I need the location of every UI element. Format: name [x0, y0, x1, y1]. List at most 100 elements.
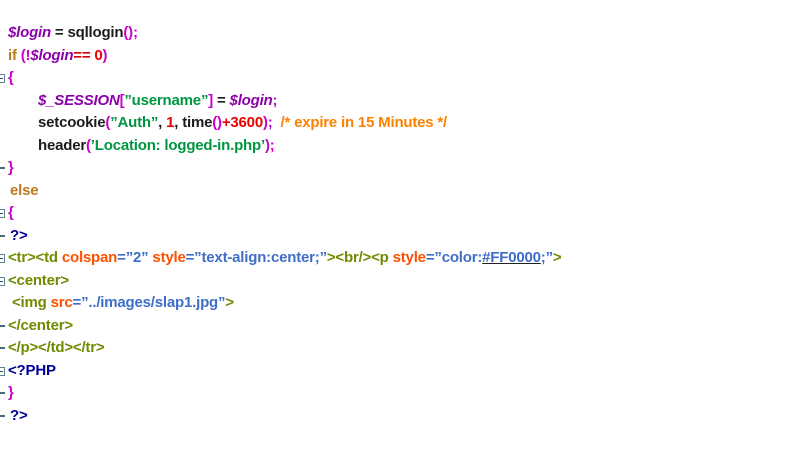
code-line: }: [0, 382, 796, 405]
token-plain: setcookie: [38, 114, 106, 131]
token-comment: /* expire in 15 Minutes */: [272, 114, 448, 131]
token-string: ”username”: [124, 91, 209, 109]
fold-line-icon: [0, 324, 5, 327]
fold-collapse-icon[interactable]: [0, 276, 5, 286]
token-html_tag: >: [225, 294, 234, 311]
code-text: $login = sqllogin();: [0, 22, 138, 45]
token-php_tag: ?>: [10, 406, 28, 424]
code-text: <tr><td colspan=”2” style=”text-align:ce…: [0, 247, 562, 270]
code-text: {: [0, 202, 14, 225]
code-line: ?>: [0, 405, 796, 428]
code-line: header(’Location: logged-in.php’);: [0, 135, 796, 158]
code-line: setcookie(”Auth”, 1, time()+3600); /* ex…: [0, 112, 796, 135]
token-plain: header: [38, 136, 86, 154]
token-attr_name: style: [152, 249, 186, 266]
code-text: <img src=”../images/slap1.jpg”>: [0, 292, 234, 315]
code-line: }: [0, 157, 796, 180]
token-variable: $_SESSION: [38, 91, 120, 109]
code-text: </p></td></tr>: [0, 337, 105, 360]
token-punct: (!: [20, 46, 31, 64]
token-punct: }: [8, 384, 14, 401]
token-number: 1: [166, 114, 175, 131]
token-html_tag: ><br/><p: [326, 249, 393, 266]
code-line: {: [0, 67, 796, 90]
code-line: if (!$login== 0): [0, 45, 796, 68]
token-punct: ();: [123, 24, 138, 41]
code-text: }: [0, 157, 14, 180]
fold-line-icon: [0, 347, 5, 349]
token-attr_value: =”2”: [117, 249, 149, 266]
token-punct: }: [8, 159, 14, 176]
token-keyword: else: [10, 181, 39, 199]
token-attr_name: colspan: [61, 249, 118, 266]
token-punct: {: [8, 204, 14, 221]
code-text: <center>: [0, 270, 69, 293]
token-punct: {: [8, 69, 14, 86]
code-line: $login = sqllogin();: [0, 22, 796, 45]
token-variable: $login: [30, 46, 74, 64]
fold-collapse-icon[interactable]: [0, 254, 5, 263]
token-plain: ,: [158, 114, 167, 131]
token-html_tag: </center>: [8, 316, 73, 334]
token-plain: =: [50, 24, 68, 41]
token-number: +3600: [221, 114, 263, 131]
code-text: setcookie(”Auth”, 1, time()+3600); /* ex…: [0, 112, 447, 135]
fold-line-icon: [0, 234, 5, 237]
token-html_tag: <center>: [8, 271, 69, 289]
token-punct: [: [119, 91, 125, 109]
token-html_tag: >: [552, 249, 562, 266]
token-plain: sqllogin: [67, 24, 124, 41]
code-line: else: [0, 180, 796, 203]
token-string: ”Auth”: [110, 114, 159, 131]
token-punct: ]: [208, 91, 214, 109]
code-text: else: [0, 180, 39, 203]
code-text: }: [0, 382, 14, 405]
token-php_tag: <?PHP: [8, 361, 56, 379]
token-punct: (: [105, 114, 111, 131]
code-line: {: [0, 202, 796, 225]
code-text: <?PHP: [0, 360, 56, 383]
token-punct: ): [102, 46, 108, 64]
token-punct: (): [212, 114, 222, 131]
token-punct: ;: [272, 91, 278, 109]
code-line: <?PHP: [0, 360, 796, 383]
code-text: if (!$login== 0): [0, 45, 108, 68]
token-variable: $login: [229, 91, 273, 109]
fold-line-icon: [0, 392, 5, 394]
token-html_tag: <tr><td: [8, 249, 62, 266]
fold-collapse-icon[interactable]: [0, 366, 5, 376]
code-line: <tr><td colspan=”2” style=”text-align:ce…: [0, 247, 796, 270]
code-line: </center>: [0, 315, 796, 338]
token-plain: ,: [174, 114, 183, 131]
token-plain: time: [182, 114, 213, 131]
token-operator: ==: [73, 46, 95, 64]
token-variable: $login: [8, 24, 51, 41]
token-plain: =: [213, 91, 230, 109]
token-php_tag: ?>: [10, 226, 28, 244]
token-html_tag: <img: [12, 294, 51, 311]
fold-collapse-icon[interactable]: [0, 209, 5, 218]
code-text: ?>: [0, 225, 28, 248]
token-attr_value: ;”: [540, 249, 553, 266]
fold-line-icon: [0, 414, 5, 417]
fold-line-icon: [0, 167, 5, 169]
token-number: 0: [94, 46, 103, 64]
code-line: ?>: [0, 225, 796, 248]
token-keyword: if: [8, 46, 21, 64]
code-line: $_SESSION[”username”] = $login;: [0, 90, 796, 113]
token-attr_value_u: #FF0000: [482, 249, 541, 266]
token-punct: (: [86, 136, 91, 154]
code-line: <img src=”../images/slap1.jpg”>: [0, 292, 796, 315]
token-attr_name: style: [392, 249, 426, 266]
token-attr_value: =”color:: [425, 249, 483, 266]
code-text: $_SESSION[”username”] = $login;: [0, 90, 278, 113]
token-attr_value: =”text-align:center;”: [185, 249, 327, 266]
code-line: </p></td></tr>: [0, 337, 796, 360]
code-text: </center>: [0, 315, 73, 338]
fold-collapse-icon[interactable]: [0, 74, 5, 83]
token-html_tag: </p></td></tr>: [8, 339, 105, 356]
token-attr_name: src: [50, 294, 73, 311]
token-punct: );: [264, 136, 275, 154]
code-text: ?>: [0, 405, 28, 428]
